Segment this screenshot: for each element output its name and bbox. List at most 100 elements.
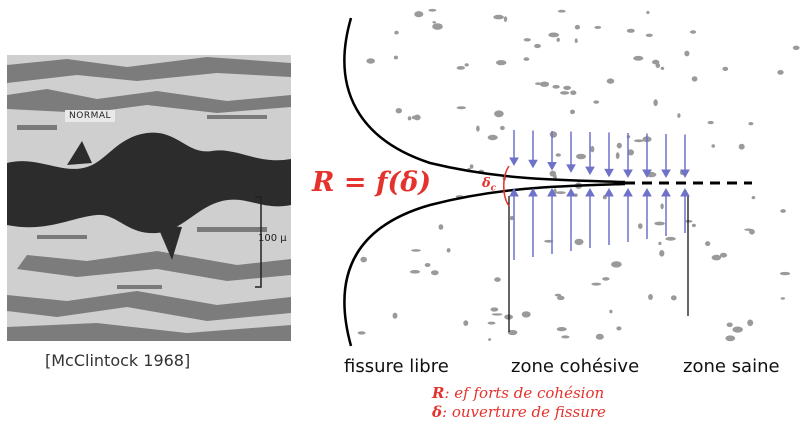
speck bbox=[557, 295, 565, 301]
speck bbox=[633, 55, 644, 61]
critical-opening-marker bbox=[503, 165, 510, 207]
speck bbox=[424, 263, 431, 267]
speck bbox=[503, 16, 508, 22]
speck bbox=[432, 21, 437, 24]
critical-opening-label: δc bbox=[482, 176, 496, 194]
speck bbox=[726, 322, 733, 328]
figure-caption: [McClintock 1968] bbox=[45, 351, 191, 370]
cohesive-arrow-head bbox=[585, 187, 595, 197]
speck bbox=[552, 84, 560, 89]
speck bbox=[535, 82, 542, 85]
speck bbox=[705, 241, 711, 247]
speck bbox=[544, 239, 554, 243]
speck bbox=[523, 38, 531, 42]
legend-item-delta: δ: ouverture de fissure bbox=[432, 403, 606, 421]
speck bbox=[648, 294, 653, 300]
speck bbox=[539, 81, 550, 87]
speck bbox=[554, 293, 562, 297]
speck bbox=[719, 252, 728, 258]
cohesive-arrow-head bbox=[509, 187, 519, 197]
speck bbox=[574, 24, 581, 30]
speck bbox=[646, 10, 650, 15]
speck bbox=[570, 90, 577, 95]
speck bbox=[602, 277, 610, 281]
speck bbox=[357, 331, 366, 335]
speck bbox=[394, 30, 399, 35]
speck bbox=[548, 32, 560, 38]
speck bbox=[732, 326, 743, 333]
legend-text: : ouverture de fissure bbox=[442, 403, 606, 421]
cohesive-force-arrows bbox=[509, 130, 690, 260]
speck bbox=[591, 282, 602, 286]
speck bbox=[563, 85, 571, 90]
speck bbox=[494, 110, 504, 118]
speck bbox=[570, 109, 575, 115]
speck bbox=[407, 116, 412, 121]
speck bbox=[685, 220, 693, 223]
speck bbox=[509, 215, 514, 221]
speck bbox=[507, 329, 518, 336]
speck bbox=[779, 271, 791, 276]
speck bbox=[738, 143, 745, 150]
cohesive-arrow-head bbox=[604, 187, 614, 197]
speck bbox=[488, 338, 492, 341]
speck bbox=[438, 224, 444, 230]
cohesive-arrow-head bbox=[642, 169, 652, 179]
crack-upper-lip bbox=[343, 17, 626, 184]
speck bbox=[626, 28, 635, 33]
speck bbox=[496, 60, 507, 66]
speck bbox=[744, 228, 753, 231]
zone-label-free-crack: fissure libre bbox=[344, 356, 449, 377]
cohesive-arrow-head bbox=[585, 166, 595, 176]
speck bbox=[432, 23, 443, 30]
speck bbox=[707, 120, 714, 125]
speck bbox=[792, 45, 800, 50]
cohesive-arrow-head bbox=[623, 187, 633, 197]
zone-label-cohesive: zone cohésive bbox=[511, 356, 640, 377]
speck bbox=[780, 297, 785, 300]
speck bbox=[549, 170, 557, 177]
speck bbox=[660, 66, 665, 70]
speck bbox=[606, 78, 615, 84]
zone-label-sound: zone saine bbox=[683, 356, 780, 377]
material-specks bbox=[357, 8, 800, 342]
speck bbox=[747, 319, 754, 327]
speck bbox=[638, 223, 643, 230]
speck bbox=[684, 50, 690, 57]
speck bbox=[574, 238, 584, 246]
speck bbox=[446, 248, 451, 253]
critical-opening-symbol: δ bbox=[482, 176, 491, 191]
speck bbox=[627, 149, 634, 156]
speck bbox=[392, 312, 398, 319]
cohesive-arrow-head bbox=[528, 187, 538, 197]
speck bbox=[557, 9, 566, 13]
speck bbox=[691, 223, 696, 228]
legend-item-R: R: ef forts de cohésion bbox=[432, 384, 604, 402]
speck bbox=[594, 25, 602, 29]
speck bbox=[560, 91, 570, 95]
crack-lower-lip bbox=[343, 182, 626, 347]
cohesive-arrow-head bbox=[566, 164, 576, 173]
critical-opening-subscript: c bbox=[490, 183, 497, 194]
cohesive-arrow-head bbox=[604, 168, 614, 178]
speck bbox=[576, 153, 586, 160]
speck bbox=[615, 152, 620, 160]
speck bbox=[456, 66, 465, 70]
speck bbox=[360, 256, 368, 263]
speck bbox=[645, 33, 653, 37]
cohesive-zone-diagram bbox=[343, 8, 800, 347]
speck bbox=[494, 277, 501, 282]
speck bbox=[677, 113, 681, 118]
speck bbox=[493, 14, 504, 20]
speck bbox=[534, 43, 541, 49]
speck bbox=[411, 249, 421, 252]
speck bbox=[366, 58, 376, 64]
speck bbox=[725, 335, 736, 342]
speck bbox=[590, 145, 595, 153]
cohesive-arrow-head bbox=[528, 159, 538, 169]
speck bbox=[616, 326, 622, 331]
speck bbox=[593, 100, 600, 104]
micrograph-texture bbox=[7, 55, 291, 341]
legend-symbol: R bbox=[432, 384, 445, 402]
micrograph-label: NORMAL bbox=[65, 110, 116, 122]
